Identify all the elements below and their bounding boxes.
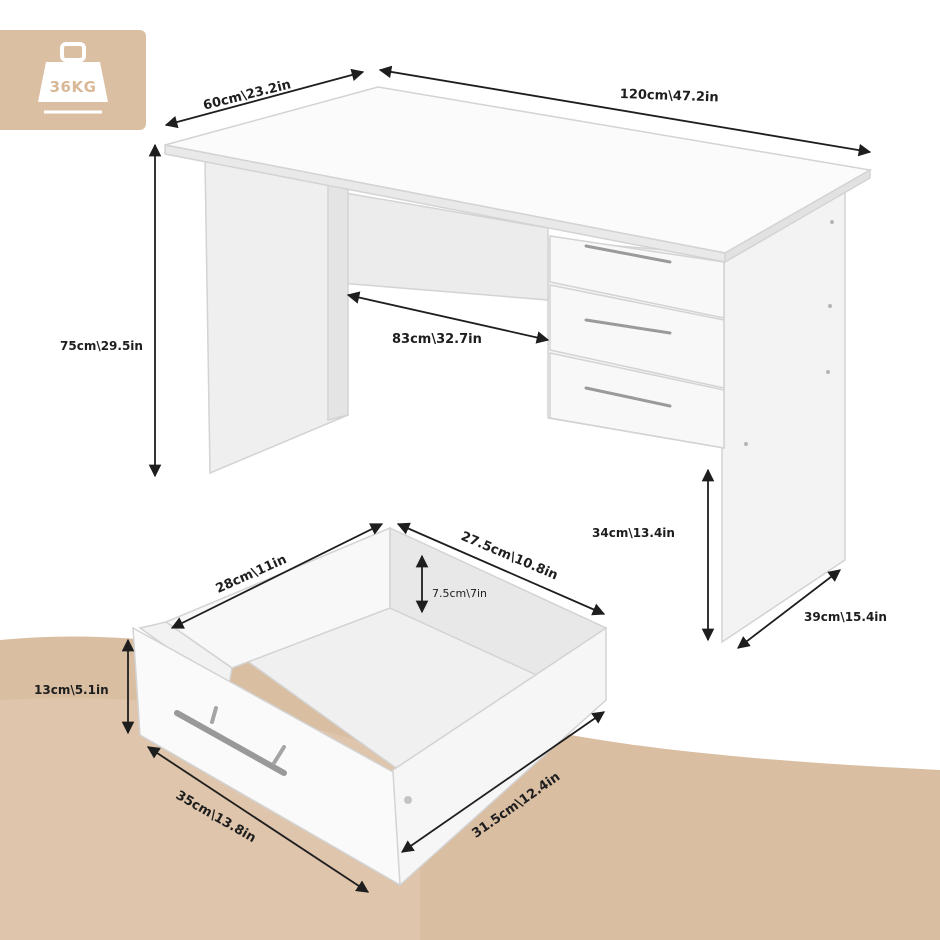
- label-desk-width: 120cm\47.2in: [619, 87, 719, 106]
- arrow-drawer-inner-width: [170, 523, 384, 629]
- label-drawer-outer-height: 13cm\5.1in: [34, 683, 109, 697]
- desk-left-leg: [204, 159, 349, 475]
- label-desk-height: 75cm\29.5in: [60, 339, 143, 353]
- desk-drawer-1: [549, 235, 725, 319]
- desk-handle-1: [584, 244, 672, 264]
- desk: [164, 86, 873, 644]
- desk-handle-2: [584, 318, 672, 335]
- arrow-side-depth: [736, 569, 842, 649]
- desk-drawer-2: [549, 284, 725, 389]
- desk-drawer-3: [549, 352, 725, 449]
- arrow-drawer-inner-depth: [396, 522, 606, 616]
- drawer-lock-hole: [404, 796, 412, 804]
- dimension-arrows: [121, 65, 872, 893]
- label-side-depth: 39cm\15.4in: [804, 610, 887, 624]
- arrow-drawer-outer-depth: [400, 711, 606, 853]
- arrow-drawer-front-width: [146, 746, 370, 893]
- desk-drawer-handles: [584, 244, 672, 408]
- label-side-clearance: 34cm\13.4in: [592, 526, 675, 540]
- weight-badge: 36KG: [0, 30, 146, 130]
- label-drawer-inner-height: 7.5cm\7in: [432, 587, 487, 600]
- desk-handle-3: [584, 386, 672, 408]
- weight-icon: [38, 42, 108, 114]
- desk-screw-holes: [744, 220, 834, 446]
- desk-top-side-edge: [724, 168, 871, 264]
- weight-value: 36KG: [49, 78, 97, 96]
- label-knee-space: 83cm\32.7in: [392, 332, 482, 347]
- desk-left-leg-edge: [327, 180, 349, 421]
- desk-right-leg: [721, 191, 846, 644]
- arrow-desk-depth: [164, 68, 365, 129]
- arrow-desk-width: [378, 65, 872, 157]
- arrow-knee-space: [346, 291, 550, 344]
